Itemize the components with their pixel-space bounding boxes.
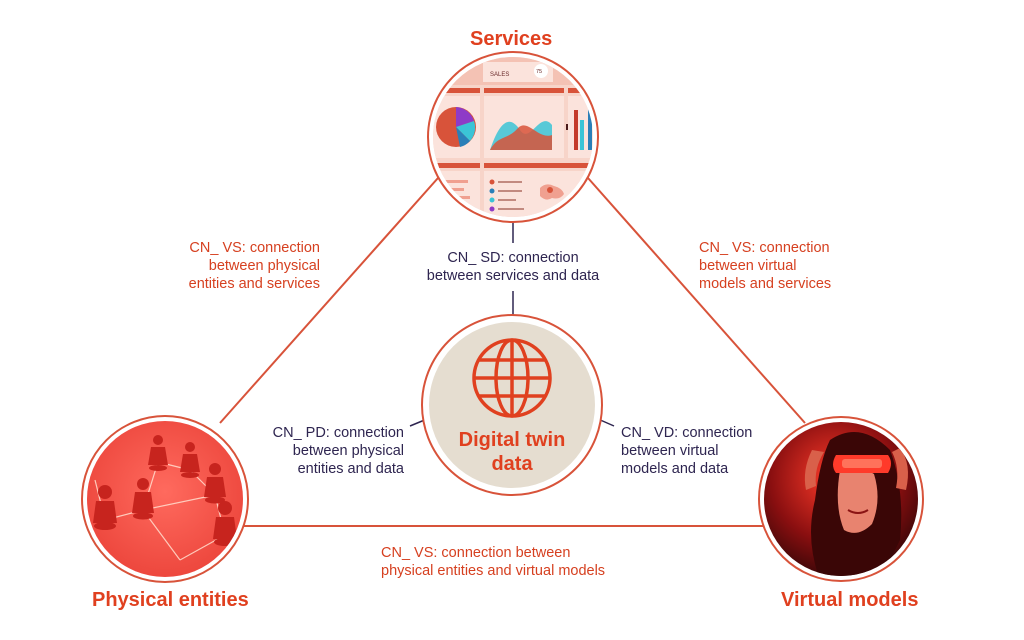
people-network-image — [87, 421, 243, 577]
label-cn-physical-data: CN_ PD: connection between physical enti… — [204, 424, 404, 478]
vr-headset-person-image — [764, 422, 918, 576]
dashboard-sales-label: SALES — [490, 72, 509, 78]
label-line: CN_ VS: connection — [189, 240, 320, 256]
label-cn-virtual-services: CN_ VS: connection between virtual model… — [699, 239, 899, 293]
label-line: CN_ PD: connection — [272, 425, 404, 441]
virtual-node — [758, 416, 924, 582]
label-line: between physical — [208, 258, 320, 274]
digital-twin-data-title: Digital twin data — [437, 428, 587, 476]
label-line: between services and data — [426, 268, 600, 284]
label-line: between virtual — [621, 443, 719, 459]
person-figure — [93, 485, 117, 530]
label-line: CN_ VS: connection between — [381, 545, 571, 561]
label-line: models and services — [699, 276, 832, 292]
virtual-models-title: Virtual models — [781, 589, 919, 611]
person-figure — [180, 442, 200, 478]
label-line: entities and services — [188, 276, 320, 292]
label-line: entities and data — [297, 461, 404, 477]
label-cn-services-data: CN_ SD: connection between services and … — [393, 249, 633, 285]
dashboard-sales-value: 75 — [536, 69, 542, 75]
physical-entities-title: Physical entities — [92, 589, 249, 611]
label-line: physical entities and virtual models — [381, 563, 606, 579]
connector-virtual-services — [587, 177, 806, 424]
physical-node — [81, 415, 249, 583]
label-cn-physical-virtual: CN_ VS: connection between physical enti… — [381, 544, 671, 580]
label-cn-virtual-data: CN_ VD: connection between virtual model… — [621, 424, 821, 478]
services-title: Services — [470, 28, 553, 50]
globe-icon — [472, 338, 552, 418]
person-figure — [204, 463, 226, 504]
center-title-line2: data — [491, 453, 533, 475]
label-line: between physical — [292, 443, 404, 459]
label-line: CN_ VS: connection — [699, 240, 830, 256]
services-node: SALES 75 — [427, 51, 599, 223]
center-title-line1: Digital twin — [458, 429, 566, 451]
label-cn-physical-services: CN_ VS: connection between physical enti… — [120, 239, 320, 293]
label-line: between virtual — [699, 258, 797, 274]
connector-physical-services — [219, 177, 439, 424]
label-line: CN_ SD: connection — [447, 250, 579, 266]
person-figure — [132, 478, 154, 520]
person-figure — [148, 435, 168, 471]
label-line: CN_ VD: connection — [621, 425, 753, 441]
label-line: models and data — [621, 461, 729, 477]
